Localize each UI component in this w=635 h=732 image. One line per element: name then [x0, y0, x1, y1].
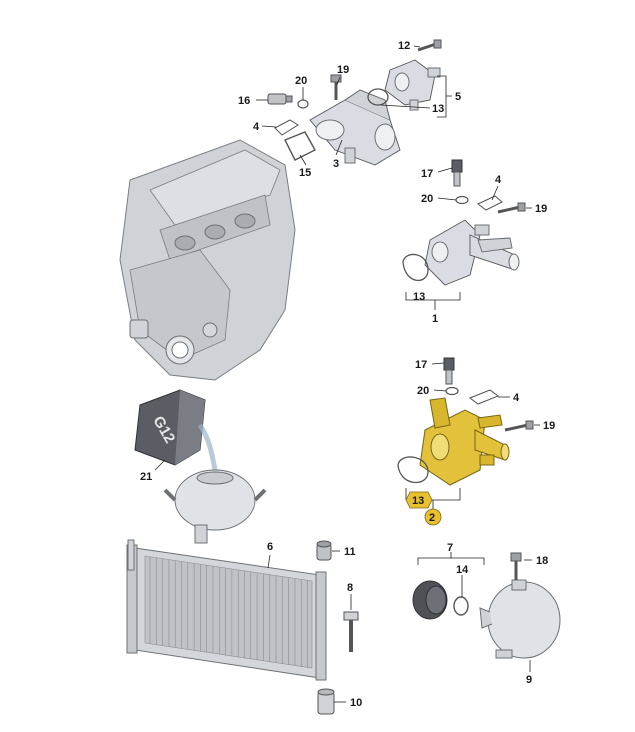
badge-2-highlight — [424, 508, 442, 526]
seal-ring-20-top — [297, 99, 309, 109]
engine-block — [119, 139, 296, 381]
part-labels: 12 5 13 20 19 16 4 3 15 17 20 4 19 13 1 … — [140, 40, 555, 709]
label-18: 18 — [536, 555, 548, 567]
label-17-mid: 17 — [421, 168, 433, 180]
clip-4-mid — [477, 195, 503, 211]
label-20-top: 20 — [295, 75, 307, 87]
flange-2-highlighted — [419, 397, 510, 486]
badge-13-highlight — [405, 491, 433, 509]
label-16: 16 — [238, 95, 250, 107]
label-1: 1 — [432, 313, 438, 325]
label-11: 11 — [344, 546, 356, 558]
bolt-19-mid — [497, 202, 526, 214]
label-5: 5 — [455, 91, 461, 103]
clip-4-top — [274, 119, 299, 136]
label-10: 10 — [350, 697, 362, 709]
bolt-19-top — [330, 74, 342, 100]
label-21: 21 — [140, 471, 152, 483]
flange-3 — [309, 89, 401, 166]
label-8: 8 — [347, 582, 353, 594]
sensor-17-mid — [451, 159, 463, 187]
label-19-bottom: 19 — [543, 420, 555, 432]
seal-ring-20-bottom — [445, 386, 459, 396]
label-13-mid: 13 — [413, 291, 425, 303]
label-4-top: 4 — [253, 121, 260, 133]
o-ring-13-bottom — [397, 456, 429, 484]
callout-lines — [154, 45, 540, 703]
label-17-bottom: 17 — [415, 359, 427, 371]
label-9: 9 — [526, 674, 532, 686]
label-4-bottom: 4 — [513, 392, 520, 404]
clip-4-bottom — [468, 389, 500, 405]
bolt-8 — [343, 611, 359, 652]
expansion-tank-installed — [163, 469, 267, 544]
label-13-top: 13 — [432, 103, 444, 115]
label-4-mid: 4 — [495, 174, 502, 186]
expansion-tank-9 — [479, 579, 561, 659]
label-20-bottom: 20 — [417, 385, 429, 397]
cap-7 — [412, 580, 448, 620]
label-15: 15 — [299, 167, 311, 179]
flange-5 — [384, 59, 441, 111]
bushing-10 — [317, 688, 335, 715]
gasket-15 — [284, 131, 316, 161]
label-12: 12 — [398, 40, 410, 52]
bolt-12 — [417, 39, 442, 52]
sensor-16 — [267, 93, 293, 105]
rubber-mount-11 — [316, 540, 332, 561]
label-13-bottom: 13 — [412, 495, 424, 507]
label-19-mid: 19 — [535, 203, 547, 215]
label-14: 14 — [456, 564, 469, 576]
o-ring-13-top — [367, 88, 389, 106]
radiator — [126, 539, 327, 681]
label-6: 6 — [267, 541, 273, 553]
label-3: 3 — [333, 158, 339, 170]
seal-14 — [453, 596, 469, 616]
label-20-mid: 20 — [421, 193, 433, 205]
coolant-bottle-g12: G12 — [134, 389, 218, 471]
label-19-top: 19 — [337, 64, 349, 76]
bolt-18 — [510, 552, 522, 580]
sensor-17-bottom — [443, 357, 455, 385]
label-2: 2 — [429, 512, 435, 524]
bolt-19-bottom — [504, 420, 534, 432]
flange-1 — [424, 219, 520, 286]
o-ring-13-mid — [402, 253, 429, 281]
seal-ring-20-mid — [455, 195, 469, 205]
label-7: 7 — [447, 542, 453, 554]
